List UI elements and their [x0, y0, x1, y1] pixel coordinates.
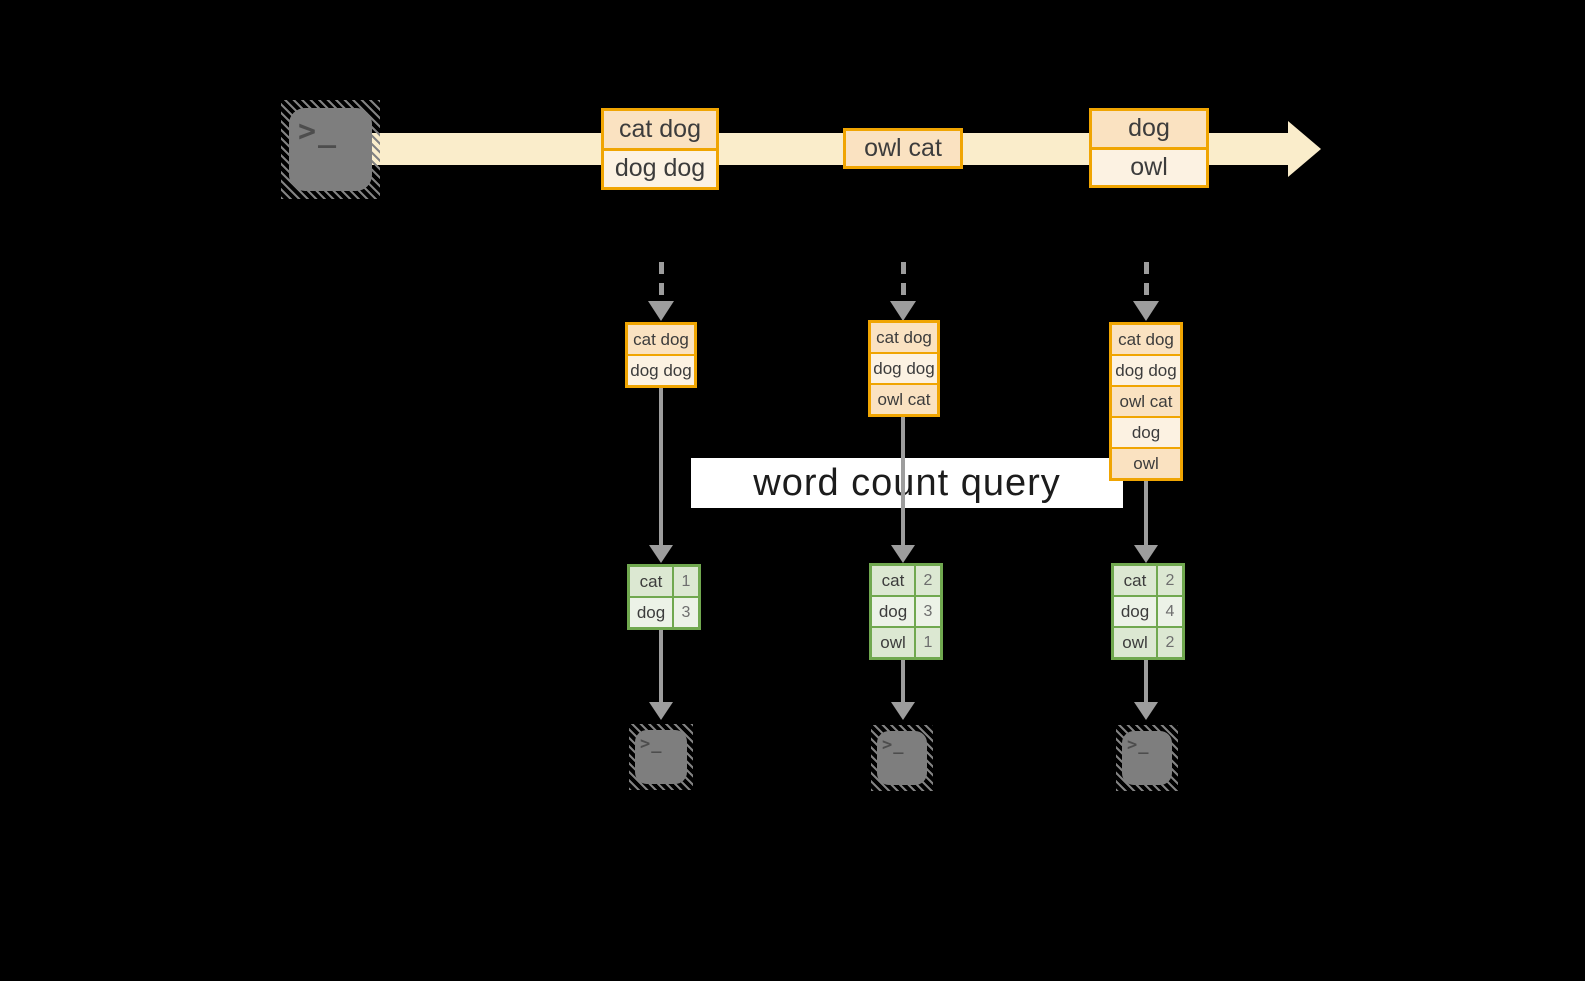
- flow-line: [1144, 481, 1148, 546]
- count-value: 1: [674, 567, 698, 596]
- buffer-line: cat dog: [1112, 325, 1180, 354]
- flow-line: [1144, 660, 1148, 703]
- terminal-icon: >_: [871, 725, 933, 791]
- count-word: cat: [630, 567, 672, 596]
- dashed-arrowhead-icon: [648, 301, 674, 321]
- worker-3-buffer: cat dog dog dog owl cat dog owl: [1109, 322, 1183, 481]
- count-value: 2: [1158, 628, 1182, 657]
- count-value: 3: [916, 597, 940, 626]
- query-label-text: word count query: [753, 461, 1061, 504]
- dashed-arrowhead-icon: [890, 301, 916, 321]
- batch-line: dog dog: [604, 147, 716, 187]
- worker-1-count-table: cat 1 dog 3: [627, 564, 701, 630]
- flow-line: [901, 417, 905, 546]
- batch-line: cat dog: [604, 111, 716, 148]
- flow-arrowhead-icon: [1134, 545, 1158, 563]
- dashed-arrow-line: [901, 262, 906, 302]
- worker-2-buffer: cat dog dog dog owl cat: [868, 320, 940, 417]
- terminal-body: [877, 731, 927, 785]
- prompt-glyph: >_: [882, 735, 905, 755]
- flow-line: [659, 388, 663, 546]
- stream-arrowhead-icon: [1288, 121, 1321, 177]
- terminal-icon: >_: [629, 724, 693, 790]
- flow-arrowhead-icon: [649, 702, 673, 720]
- count-value: 1: [916, 628, 940, 657]
- buffer-line: dog dog: [628, 354, 694, 385]
- dashed-arrowhead-icon: [1133, 301, 1159, 321]
- count-word: owl: [872, 628, 914, 657]
- worker-1-buffer: cat dog dog dog: [625, 322, 697, 388]
- flow-arrowhead-icon: [1134, 702, 1158, 720]
- buffer-line: owl cat: [871, 383, 937, 414]
- buffer-line: owl: [1112, 447, 1180, 478]
- flow-line: [659, 630, 663, 703]
- flow-arrowhead-icon: [649, 545, 673, 563]
- buffer-line: cat dog: [628, 325, 694, 354]
- buffer-line: dog dog: [871, 352, 937, 383]
- count-word: dog: [630, 598, 672, 627]
- stream-batch-3: dog owl: [1089, 108, 1209, 188]
- terminal-body: [1122, 731, 1172, 785]
- batch-line: dog: [1092, 111, 1206, 147]
- terminal-body: [635, 730, 687, 784]
- count-value: 4: [1158, 597, 1182, 626]
- count-word: dog: [1114, 597, 1156, 626]
- worker-2-count-table: cat 2 dog 3 owl 1: [869, 563, 943, 660]
- batch-line: owl cat: [846, 131, 960, 166]
- prompt-glyph: >_: [1127, 735, 1150, 755]
- dashed-arrow-line: [659, 262, 664, 302]
- count-word: owl: [1114, 628, 1156, 657]
- count-word: cat: [872, 566, 914, 595]
- buffer-line: dog: [1112, 416, 1180, 447]
- count-word: cat: [1114, 566, 1156, 595]
- flow-line: [901, 660, 905, 703]
- dashed-arrow-line: [1144, 262, 1149, 302]
- batch-line: owl: [1092, 146, 1206, 185]
- query-label: word count query: [691, 458, 1123, 508]
- count-value: 3: [674, 598, 698, 627]
- buffer-line: cat dog: [871, 323, 937, 352]
- count-value: 2: [916, 566, 940, 595]
- flow-arrowhead-icon: [891, 702, 915, 720]
- flow-arrowhead-icon: [891, 545, 915, 563]
- prompt-glyph: >_: [298, 114, 339, 149]
- terminal-icon: >_: [281, 100, 380, 199]
- buffer-line: owl cat: [1112, 385, 1180, 416]
- count-value: 2: [1158, 566, 1182, 595]
- terminal-icon: >_: [1116, 725, 1178, 791]
- worker-3-count-table: cat 2 dog 4 owl 2: [1111, 563, 1185, 660]
- count-word: dog: [872, 597, 914, 626]
- buffer-line: dog dog: [1112, 354, 1180, 385]
- stream-batch-2: owl cat: [843, 128, 963, 169]
- stream-batch-1: cat dog dog dog: [601, 108, 719, 190]
- prompt-glyph: >_: [640, 734, 663, 754]
- terminal-body: [289, 108, 372, 191]
